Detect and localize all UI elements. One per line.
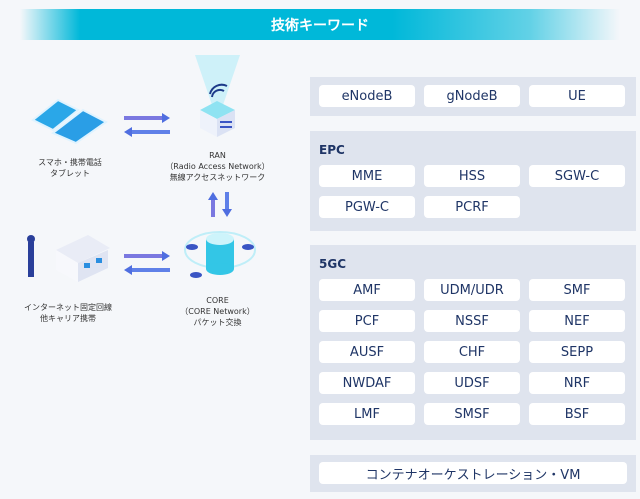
keyword-chip: AUSF: [319, 341, 415, 363]
keyword-chip: MME: [319, 165, 415, 187]
vertical-arrow-icon: [208, 192, 232, 217]
5gc-keyword-group: 5GC AMF UDM/UDR SMF PCF NSSF NEF AUSF CHF SEPP NW…: [310, 245, 636, 440]
keyword-chip: NRF: [529, 372, 625, 394]
caption-line: CORE: [206, 296, 229, 305]
keyword-chip: AMF: [319, 279, 415, 301]
keyword-chip: HSS: [424, 165, 520, 187]
keyword-chip: NWDAF: [319, 372, 415, 394]
section-title: 技術キーワード: [271, 17, 369, 34]
keyword-chip: gNodeB: [424, 85, 520, 107]
container-keyword-group: コンテナオーケストレーション・VM: [310, 455, 636, 492]
keyword-chip: LMF: [319, 403, 415, 425]
internet-caption: インターネット固定回線他キャリア携帯: [18, 302, 118, 324]
caption-line: スマホ・携帯電話: [38, 158, 102, 167]
caption-line: 無線アクセスネットワーク: [169, 173, 266, 182]
caption-line: タブレット: [50, 169, 90, 178]
epc-keyword-group: EPC MME HSS SGW-C PGW-C PCRF: [310, 131, 636, 231]
core-caption: CORE （CORE Network） パケット交換: [160, 295, 275, 328]
keyword-chip: SEPP: [529, 341, 625, 363]
keyword-chip: BSF: [529, 403, 625, 425]
caption-line: （Radio Access Network）: [165, 162, 270, 171]
keyword-chip: SMSF: [424, 403, 520, 425]
keyword-chip: UDM/UDR: [424, 279, 520, 301]
keyword-chip: PGW-C: [319, 196, 415, 218]
ran-tower-icon: [195, 55, 240, 137]
keyword-chip: SGW-C: [529, 165, 625, 187]
group-label: EPC: [319, 143, 345, 157]
ran-caption: RAN （Radio Access Network） 無線アクセスネットワーク: [160, 150, 275, 183]
house-person-icon: [27, 235, 110, 282]
caption-line: パケット交換: [193, 318, 242, 327]
keyword-chip: UE: [529, 85, 625, 107]
keyword-chip: コンテナオーケストレーション・VM: [319, 462, 627, 484]
radio-keyword-group: eNodeB gNodeB UE: [310, 77, 636, 116]
smartphone-tablet-icon: [31, 98, 108, 145]
keyword-chip: SMF: [529, 279, 625, 301]
device-caption: スマホ・携帯電話タブレット: [30, 157, 110, 179]
core-server-icon: [184, 231, 256, 278]
keyword-chip: CHF: [424, 341, 520, 363]
group-label: 5GC: [319, 257, 347, 271]
keyword-chip: PCF: [319, 310, 415, 332]
caption-line: RAN: [209, 151, 226, 160]
keyword-chip: UDSF: [424, 372, 520, 394]
caption-line: （CORE Network）: [180, 307, 255, 316]
keyword-chip: eNodeB: [319, 85, 415, 107]
caption-line: インターネット固定回線: [24, 303, 112, 312]
keyword-chip: PCRF: [424, 196, 520, 218]
keyword-chip: NEF: [529, 310, 625, 332]
caption-line: 他キャリア携帯: [40, 314, 96, 323]
section-title-bar: 技術キーワード: [20, 9, 620, 40]
keyword-chip: NSSF: [424, 310, 520, 332]
bidirectional-arrow-icon: [124, 113, 170, 137]
bidirectional-arrow-icon: [124, 251, 170, 275]
